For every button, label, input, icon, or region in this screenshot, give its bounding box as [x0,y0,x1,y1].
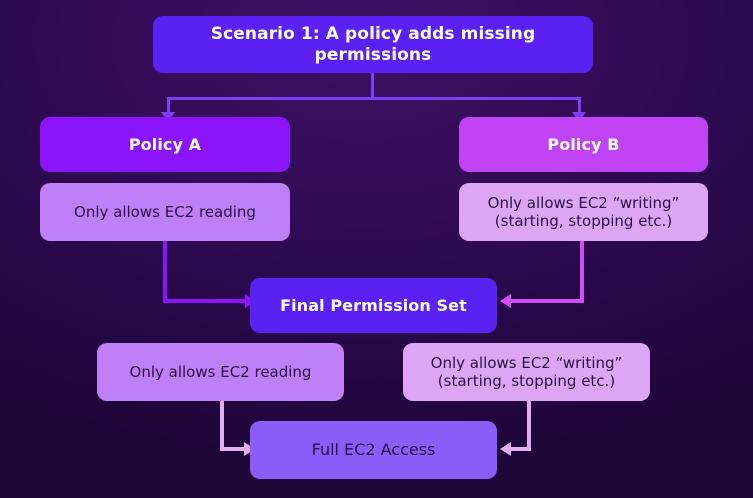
policy-b-merge-arrowhead [500,294,511,308]
scenario-title-box: Scenario 1: A policy adds missing permis… [153,16,593,73]
policy-b-merge-vertical-line [580,241,584,303]
result-left-outcome-horizontal-line [220,447,248,451]
result-left-outcome-vertical-line [220,401,224,451]
result-right-box: Only allows EC2 “writing” (starting, sto… [403,343,650,401]
policy-a-merge-vertical-line [163,241,167,303]
policy-b-merge-horizontal-line [511,299,584,303]
policy-a-description-line-1: Only allows EC2 reading [74,202,256,221]
policy-b-description-line-1: Only allows EC2 “writing” [487,193,680,212]
full-ec2-access-box: Full EC2 Access [250,421,497,479]
policy-a-label: Policy A [128,134,202,154]
full-ec2-access-label: Full EC2 Access [311,440,436,460]
policy-a-box: Policy A [40,117,290,172]
result-right-outcome-arrowhead [500,442,511,456]
policy-b-box: Policy B [459,117,708,172]
title-branch-right-line [578,97,581,113]
result-right-line-1: Only allows EC2 “writing” [430,353,623,372]
policy-b-description-line-2: (starting, stopping etc.) [494,212,673,230]
policy-b-description-box: Only allows EC2 “writing” (starting, sto… [459,183,708,241]
result-right-line-2: (starting, stopping etc.) [437,372,616,390]
title-stem-line [371,73,374,99]
result-left-box: Only allows EC2 reading [97,343,344,401]
title-branch-left-line [167,97,170,113]
scenario-title-label: Scenario 1: A policy adds missing permis… [210,23,536,65]
title-crossbar-line [167,97,581,100]
policy-a-merge-horizontal-line [163,299,248,303]
policy-b-label: Policy B [547,134,620,154]
result-left-outcome-arrowhead [244,442,255,456]
result-right-outcome-horizontal-line [511,447,531,451]
final-permission-set-label: Final Permission Set [280,295,467,315]
final-permission-set-box: Final Permission Set [250,278,497,333]
policy-a-description-box: Only allows EC2 reading [40,183,290,241]
result-left-line-1: Only allows EC2 reading [129,362,312,381]
result-right-outcome-vertical-line [527,401,531,451]
